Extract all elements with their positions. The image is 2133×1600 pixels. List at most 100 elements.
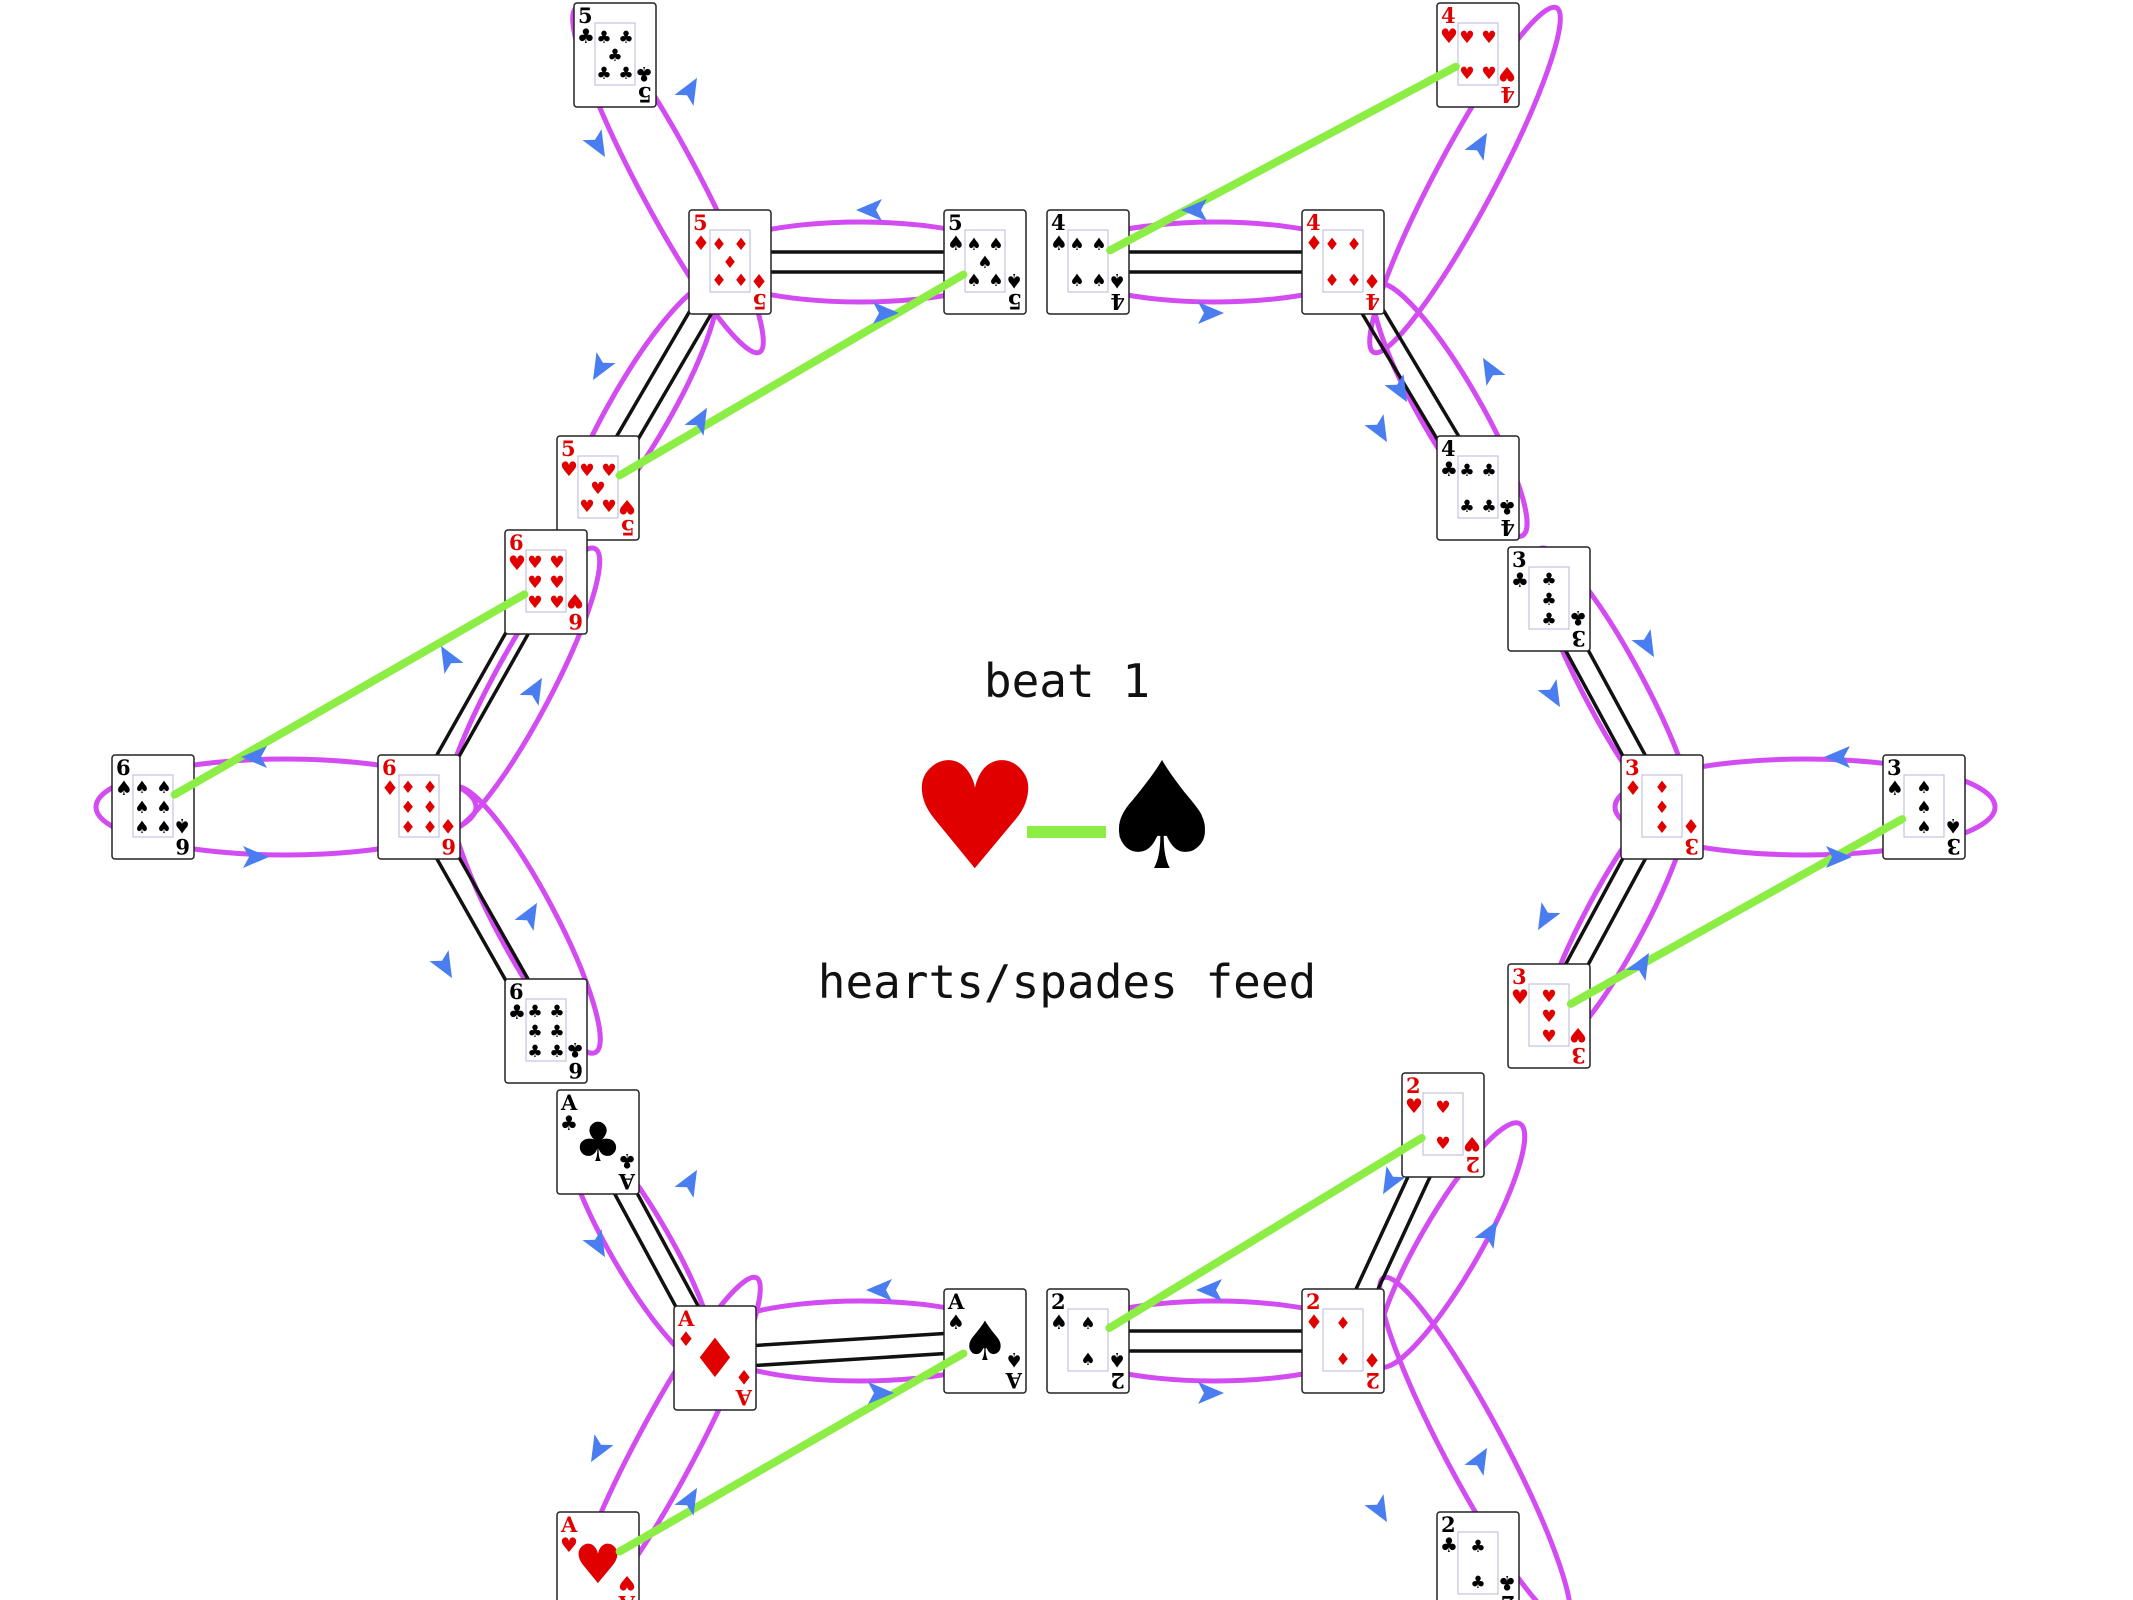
card-suit-index: ♥: [508, 551, 526, 575]
direction-arrow-icon: [1364, 414, 1387, 443]
card-2c: 2♣2♣♣♣: [1436, 1511, 1520, 1600]
direction-arrow-icon: [1181, 199, 1207, 221]
card-pip: ♥: [1541, 987, 1556, 1007]
card-6s: 6♠6♠♠♠♠♠♠♠: [111, 754, 195, 860]
card-inner-frame: [1067, 229, 1109, 293]
card-pip: ♠: [988, 271, 1003, 291]
card-3c: 3♣3♣♣♣♣: [1507, 546, 1591, 652]
card-rank: A: [618, 1591, 636, 1600]
card-suit-index: ♥: [1569, 1023, 1587, 1047]
loop-path: [1367, 4, 1563, 356]
card-suit-index: ♦: [1363, 269, 1381, 293]
card-pip: ♦: [422, 818, 437, 838]
card-pip: ♠: [1916, 778, 1931, 798]
card-inner-frame: [1067, 1308, 1109, 1372]
card-suit-index: ♦: [1682, 814, 1700, 838]
card-rank: 2: [1465, 1152, 1480, 1177]
card-pip: ♣: [1541, 570, 1556, 590]
card-rank: 4: [1110, 289, 1125, 314]
card-rank: 6: [116, 755, 131, 780]
card-suit-index: ♣: [577, 24, 595, 48]
card-rank: 5: [1007, 289, 1022, 314]
card-5d: 5♦5♦♦♦♦♦♦: [688, 209, 772, 315]
card-rank: A: [618, 1169, 636, 1194]
card-suit-index: ♦: [735, 1365, 753, 1389]
card-pip: ♥: [549, 573, 564, 593]
feed-link: [1105, 1133, 1426, 1333]
card-rank: 6: [568, 1058, 583, 1083]
loop-path: [567, 1274, 763, 1600]
card-rank: 2: [1110, 1368, 1125, 1393]
card-rank: A: [677, 1306, 695, 1331]
card-suit-index: ♥: [1440, 24, 1458, 48]
card-suit-index: ♣: [508, 1000, 526, 1024]
card-rank: 5: [620, 515, 635, 540]
loop-path: [93, 756, 479, 858]
card-suit-index: ♥: [560, 1533, 578, 1557]
card-rank: A: [560, 1512, 578, 1537]
card-inner-frame: [1457, 1531, 1499, 1595]
direction-arrow-icon: [1198, 1382, 1224, 1404]
card-pip: ♣: [1541, 610, 1556, 630]
direction-arrow-icon: [1824, 746, 1850, 768]
card-inner-frame: [1457, 22, 1499, 86]
card-face: [673, 1305, 757, 1411]
diagram-title: beat 1: [984, 654, 1150, 708]
card-rank: 3: [1887, 755, 1902, 780]
card-rank: 4: [1306, 210, 1321, 235]
card-pip: ♣: [549, 1022, 564, 1042]
card-pip: ♠: [988, 235, 1003, 255]
card-inner-frame: [1457, 455, 1499, 519]
direction-arrow-icon: [1364, 1494, 1387, 1523]
card-rank: 5: [578, 3, 593, 28]
card-index-bottom: 6♦: [439, 814, 457, 859]
card-rank: 3: [1625, 755, 1640, 780]
card-6c: 6♣6♣♣♣♣♣♣♣: [504, 978, 588, 1084]
card-pip: ♣: [1481, 461, 1496, 481]
card-pip: ♥: [1481, 64, 1496, 84]
card-rank: 3: [1512, 547, 1527, 572]
card-suit-index: ♥: [560, 457, 578, 481]
card-index-bottom: 2♥: [1463, 1132, 1481, 1177]
card-pip: ♦: [1346, 271, 1361, 291]
card-pip: ♣: [527, 1022, 542, 1042]
card-suit-index: ♣: [1440, 457, 1458, 481]
card-4c: 4♣4♣♣♣♣♣: [1436, 435, 1520, 541]
direction-arrow-icon: [441, 645, 464, 674]
card-rank: 5: [752, 289, 767, 314]
card-center-pip: ♠: [961, 1310, 1009, 1373]
card-rank: 3: [1512, 964, 1527, 989]
card-index-bottom: 2♣: [1498, 1571, 1516, 1600]
card-index-bottom: 5♠: [1005, 269, 1023, 314]
card-center-pip: ♦: [691, 1327, 739, 1390]
card-suit-index: ♠: [1108, 269, 1126, 293]
card-pip: ♥: [549, 553, 564, 573]
card-rank: 5: [637, 82, 652, 107]
diagram-subtitle: hearts/spades feed: [818, 955, 1317, 1009]
card-pip: ♥: [1481, 28, 1496, 48]
direction-arrow-icon: [674, 1169, 697, 1198]
card-suit-index: ♠: [947, 1310, 965, 1334]
direction-arrow-icon: [856, 199, 882, 221]
card-suit-index: ♣: [1511, 568, 1529, 592]
card-rank: 4: [1441, 3, 1456, 28]
connector-bar: [715, 1349, 986, 1370]
card-suit-index: ♣: [566, 1038, 584, 1062]
card-inner-frame: [594, 22, 636, 86]
card-rank: 3: [1684, 834, 1699, 859]
card-rank: A: [947, 1289, 965, 1314]
card-rank: 2: [1306, 1289, 1321, 1314]
direction-arrow-icon: [241, 746, 267, 768]
card-rank: 6: [175, 834, 190, 859]
card-pip: ♦: [1654, 778, 1669, 798]
card-ac: A♣A♣♣: [556, 1089, 640, 1195]
card-index-bottom: 5♣: [635, 62, 653, 107]
card-inner-frame: [525, 549, 567, 613]
direction-arrow-icon: [674, 77, 697, 106]
card-pip: ♣: [596, 64, 611, 84]
card-pip: ♥: [1541, 1027, 1556, 1047]
card-5c: 5♣5♣♣♣♣♣♣: [573, 2, 657, 108]
card-pip: ♦: [1346, 235, 1361, 255]
card-pip: ♦: [1654, 818, 1669, 838]
